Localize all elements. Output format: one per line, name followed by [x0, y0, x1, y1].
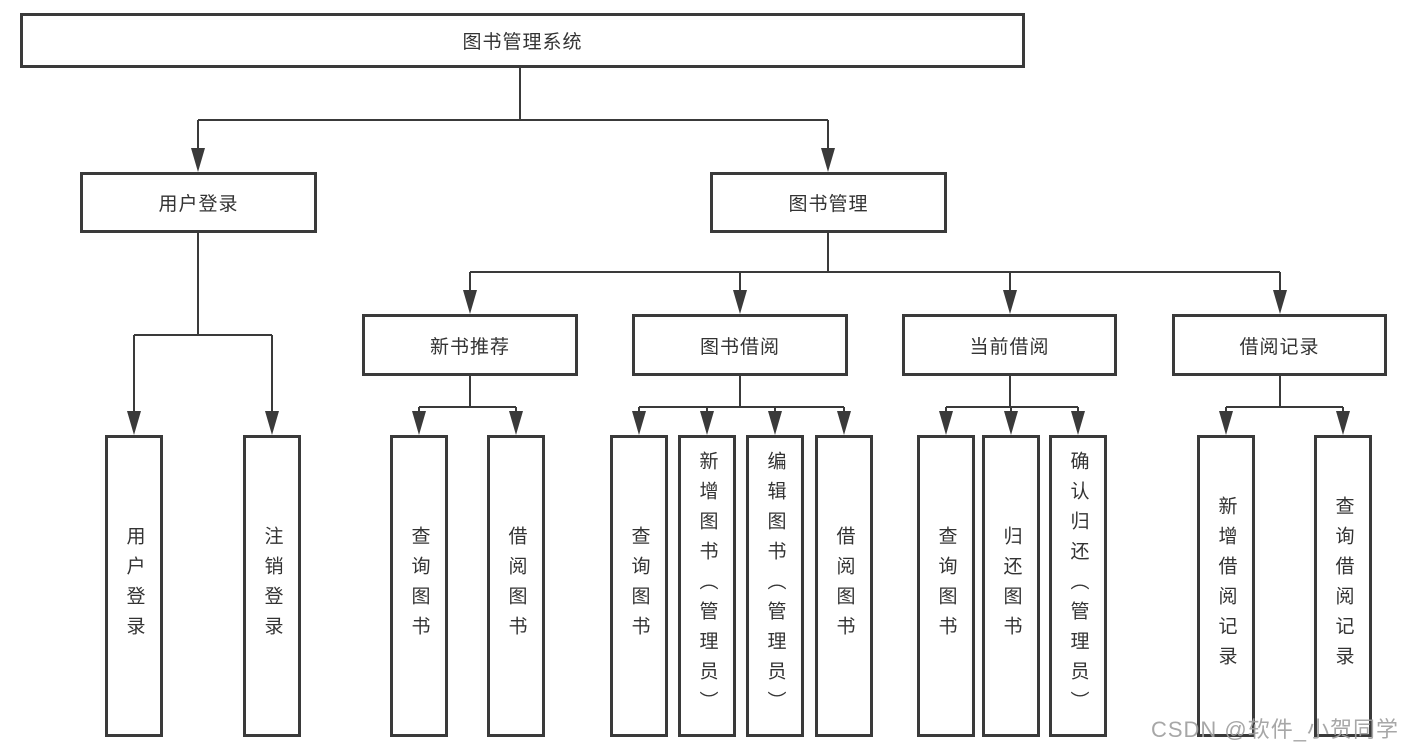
arrowhead-icon [821, 148, 835, 172]
arrowhead-icon [1071, 411, 1085, 435]
node-new-book-recommend: 新书推荐 [362, 314, 578, 376]
arrowheads [127, 148, 1350, 435]
leaf-query-borrow-record: 查询借阅记录 [1314, 435, 1372, 737]
arrowhead-icon [463, 290, 477, 314]
arrowhead-icon [837, 411, 851, 435]
arrowhead-icon [1273, 290, 1287, 314]
leaf-return-books: 归还图书 [982, 435, 1040, 737]
arrowhead-icon [632, 411, 646, 435]
node-book-management: 图书管理 [710, 172, 947, 233]
leaf-add-borrow-record: 新增借阅记录 [1197, 435, 1255, 737]
leaf-edit-books-admin: 编辑图书（管理员） [746, 435, 804, 737]
arrowhead-icon [191, 148, 205, 172]
arrowhead-icon [1003, 290, 1017, 314]
csdn-watermark: CSDN @软件_小贺同学 [1150, 717, 1399, 742]
leaf-query-books-recommend: 查询图书 [390, 435, 448, 737]
arrowhead-icon [412, 411, 426, 435]
arrowhead-icon [768, 411, 782, 435]
arrowhead-icon [127, 411, 141, 435]
arrowhead-icon [509, 411, 523, 435]
arrowhead-icon [939, 411, 953, 435]
leaf-confirm-return-admin: 确认归还（管理员） [1049, 435, 1107, 737]
node-book-management-system: 图书管理系统 [20, 13, 1025, 68]
arrowhead-icon [733, 290, 747, 314]
arrowhead-icon [1219, 411, 1233, 435]
arrowhead-icon [1336, 411, 1350, 435]
node-user-login: 用户登录 [80, 172, 317, 233]
leaf-borrow-books-borrowing: 借阅图书 [815, 435, 873, 737]
node-book-borrowing: 图书借阅 [632, 314, 848, 376]
arrowhead-icon [265, 411, 279, 435]
leaf-borrow-books-recommend: 借阅图书 [487, 435, 545, 737]
leaf-add-books-admin: 新增图书（管理员） [678, 435, 736, 737]
arrowhead-icon [700, 411, 714, 435]
leaf-query-books-current: 查询图书 [917, 435, 975, 737]
tree-edges [133, 68, 1344, 413]
leaf-logout: 注销登录 [243, 435, 301, 737]
node-borrowing-records: 借阅记录 [1172, 314, 1387, 376]
leaf-user-login: 用户登录 [105, 435, 163, 737]
node-current-borrowing: 当前借阅 [902, 314, 1117, 376]
leaf-query-books-borrowing: 查询图书 [610, 435, 668, 737]
arrowhead-icon [1004, 411, 1018, 435]
